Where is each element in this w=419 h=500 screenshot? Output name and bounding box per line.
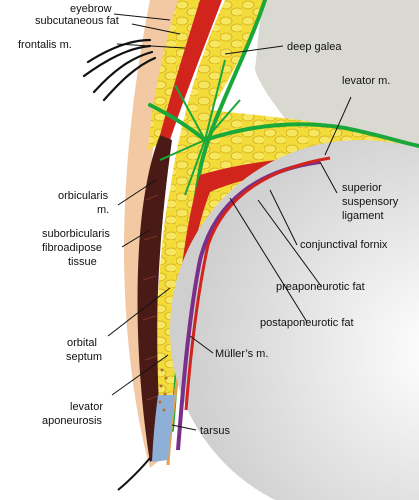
label-suborbicularis-3: tissue — [68, 256, 97, 268]
label-orbicularis-2: m. — [97, 204, 109, 216]
label-levator-apo-2: aponeurosis — [42, 415, 102, 427]
label-levator-m: levator m. — [342, 75, 390, 87]
preaponeurotic-fat-region — [155, 0, 419, 400]
label-suborbicularis-1: suborbicularis — [42, 228, 110, 240]
label-orbicularis-1: orbicularis — [58, 190, 109, 202]
label-orbital-2: septum — [66, 351, 102, 363]
label-muller: Müller’s m. — [215, 348, 268, 360]
eyebrow-hairs — [82, 38, 157, 102]
label-superior-1: superior — [342, 182, 382, 194]
orbicularis-muscle — [137, 135, 172, 462]
label-levator-apo-1: levator — [70, 401, 103, 413]
eyelash — [117, 457, 151, 491]
label-preaponeurotic-fat: preaponeurotic fat — [276, 281, 365, 293]
label-postaponeurotic-fat: postaponeurotic fat — [260, 317, 354, 329]
label-eyebrow: eyebrow — [70, 3, 112, 15]
label-orbital-1: orbital — [67, 337, 97, 349]
label-suborbicularis-2: fibroadipose — [42, 242, 102, 254]
label-subcutaneous-fat: subcutaneous fat — [35, 15, 119, 27]
label-superior-3: ligament — [342, 210, 384, 222]
galea-septations — [159, 59, 241, 196]
label-frontalis: frontalis m. — [18, 39, 72, 51]
label-superior-2: suspensory — [342, 196, 399, 208]
meibomian-glands — [158, 368, 168, 412]
label-conjunctival-fornix: conjunctival fornix — [300, 239, 388, 251]
tarsus — [152, 395, 175, 462]
muller-muscle — [184, 156, 331, 411]
globe — [170, 140, 419, 500]
label-tarsus: tarsus — [200, 425, 230, 437]
orbicularis-fibers — [142, 194, 159, 401]
frontalis-muscle — [160, 0, 222, 140]
label-deep-galea: deep galea — [287, 41, 342, 53]
leader-lines — [107, 13, 352, 431]
